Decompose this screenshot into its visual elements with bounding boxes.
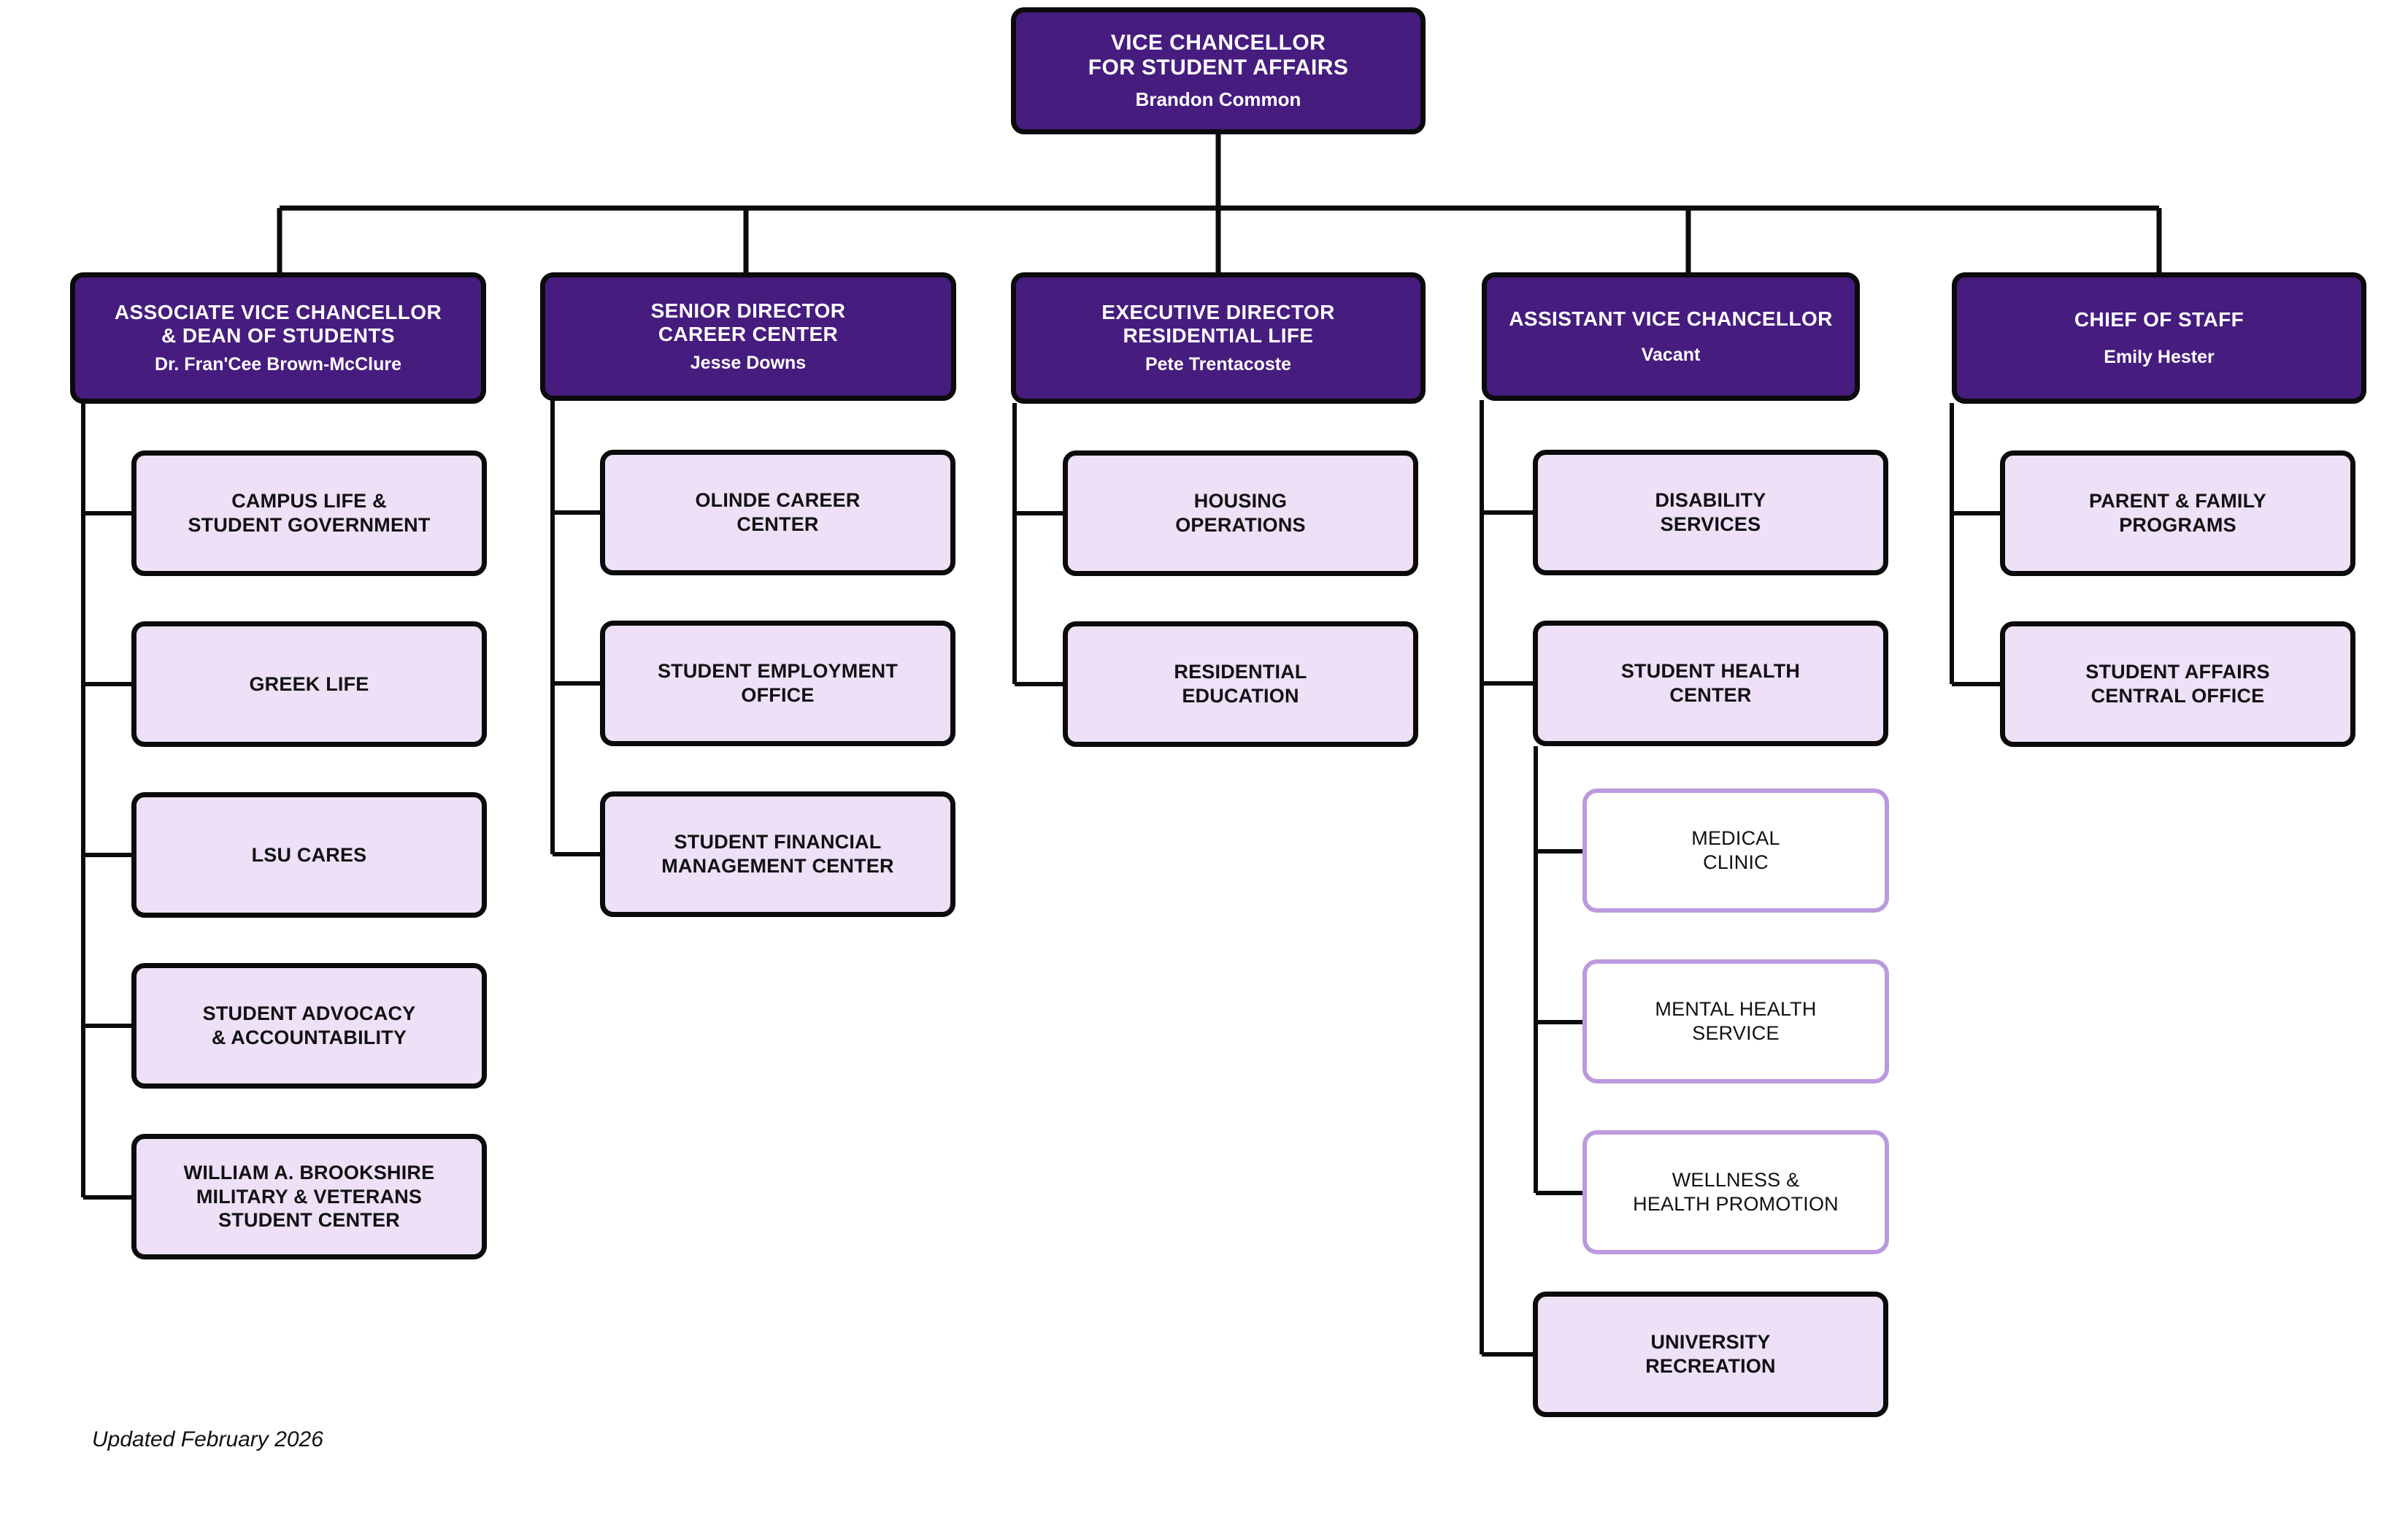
node-title-line1: OLINDE CAREER bbox=[695, 489, 861, 512]
node-assistant-vice-chancellor[interactable]: ASSISTANT VICE CHANCELLOR Vacant bbox=[1482, 272, 1860, 401]
node-title: STUDENT EMPLOYMENT OFFICE bbox=[658, 659, 898, 707]
node-title: STUDENT ADVOCACY & ACCOUNTABILITY bbox=[203, 1002, 416, 1050]
node-title-line1: CAMPUS LIFE & bbox=[231, 490, 387, 513]
node-title: MEDICAL CLINIC bbox=[1691, 826, 1780, 875]
node-title-line2: CAREER CENTER bbox=[658, 323, 839, 345]
node-title-line3: STUDENT CENTER bbox=[218, 1209, 400, 1232]
node-title-line1: EXECUTIVE DIRECTOR bbox=[1101, 300, 1335, 323]
node-title-line2: MANAGEMENT CENTER bbox=[661, 855, 894, 877]
node-title-line1: MENTAL HEALTH bbox=[1655, 997, 1817, 1020]
node-title-line2: MILITARY & VETERANS bbox=[196, 1185, 423, 1208]
node-title-line1: STUDENT FINANCIAL bbox=[674, 831, 882, 853]
node-title-line2: RECREATION bbox=[1645, 1355, 1776, 1377]
node-chief-of-staff[interactable]: CHIEF OF STAFF Emily Hester bbox=[1952, 272, 2366, 404]
node-title-line1: RESIDENTIAL bbox=[1174, 661, 1307, 683]
node-student-advocacy-accountability[interactable]: STUDENT ADVOCACY & ACCOUNTABILITY bbox=[131, 963, 487, 1089]
node-olinde-career-center[interactable]: OLINDE CAREER CENTER bbox=[600, 450, 955, 575]
updated-date-label: Updated February 2026 bbox=[92, 1427, 323, 1451]
node-title: OLINDE CAREER CENTER bbox=[695, 488, 860, 537]
node-disability-services[interactable]: DISABILITY SERVICES bbox=[1533, 450, 1888, 575]
node-title-line2: SERVICES bbox=[1660, 513, 1761, 535]
node-title-line2: RESIDENTIAL LIFE bbox=[1123, 324, 1314, 347]
node-title-line1: SENIOR DIRECTOR bbox=[650, 299, 846, 322]
node-campus-life-student-government[interactable]: CAMPUS LIFE & STUDENT GOVERNMENT bbox=[131, 450, 487, 576]
node-residential-education[interactable]: RESIDENTIAL EDUCATION bbox=[1063, 621, 1418, 747]
node-associate-vice-chancellor-dean-of-students[interactable]: ASSOCIATE VICE CHANCELLOR & DEAN OF STUD… bbox=[70, 272, 486, 404]
node-title-line2: EDUCATION bbox=[1182, 685, 1299, 707]
node-title-line2: SERVICE bbox=[1692, 1022, 1780, 1044]
node-title: WILLIAM A. BROOKSHIRE MILITARY & VETERAN… bbox=[184, 1161, 435, 1233]
node-title-line1: STUDENT EMPLOYMENT bbox=[657, 660, 899, 683]
node-title-line1: ASSOCIATE VICE CHANCELLOR bbox=[114, 300, 442, 323]
node-title: MENTAL HEALTH SERVICE bbox=[1655, 997, 1816, 1046]
node-housing-operations[interactable]: HOUSING OPERATIONS bbox=[1063, 450, 1418, 576]
node-title: ASSISTANT VICE CHANCELLOR bbox=[1509, 307, 1833, 330]
node-title-line1: STUDENT HEALTH bbox=[1620, 660, 1801, 683]
node-title: STUDENT FINANCIAL MANAGEMENT CENTER bbox=[661, 830, 893, 878]
node-title: STUDENT AFFAIRS CENTRAL OFFICE bbox=[2085, 660, 2270, 708]
node-title-line2: & DEAN OF STUDENTS bbox=[161, 324, 395, 347]
node-title-line2: OPERATIONS bbox=[1175, 514, 1306, 536]
node-title-line1: MEDICAL bbox=[1691, 826, 1780, 849]
node-title: CHIEF OF STAFF bbox=[2074, 307, 2244, 331]
node-title-line2: CENTER bbox=[1669, 684, 1752, 706]
node-title: SENIOR DIRECTOR CAREER CENTER bbox=[651, 299, 846, 347]
node-title: GREEK LIFE bbox=[249, 672, 369, 695]
node-student-health-center[interactable]: STUDENT HEALTH CENTER bbox=[1533, 621, 1888, 746]
node-medical-clinic[interactable]: MEDICAL CLINIC bbox=[1582, 789, 1889, 913]
node-title-line2: PROGRAMS bbox=[2119, 514, 2236, 536]
node-title: WELLNESS & HEALTH PROMOTION bbox=[1633, 1168, 1839, 1217]
node-title-line1: VICE CHANCELLOR bbox=[1110, 30, 1326, 55]
node-title-line1: UNIVERSITY bbox=[1650, 1331, 1771, 1354]
node-title: DISABILITY SERVICES bbox=[1655, 488, 1766, 537]
node-parent-family-programs[interactable]: PARENT & FAMILY PROGRAMS bbox=[2000, 450, 2355, 576]
node-wellness-health-promotion[interactable]: WELLNESS & HEALTH PROMOTION bbox=[1582, 1130, 1889, 1254]
node-person: Emily Hester bbox=[2104, 347, 2215, 368]
node-title: EXECUTIVE DIRECTOR RESIDENTIAL LIFE bbox=[1101, 301, 1334, 348]
node-title-line1: WELLNESS & bbox=[1672, 1168, 1800, 1191]
node-title: STUDENT HEALTH CENTER bbox=[1621, 659, 1800, 707]
node-person: Vacant bbox=[1641, 345, 1701, 366]
node-title-line1: STUDENT AFFAIRS bbox=[2085, 661, 2270, 683]
node-title-line2: & ACCOUNTABILITY bbox=[211, 1027, 407, 1048]
node-student-affairs-central-office[interactable]: STUDENT AFFAIRS CENTRAL OFFICE bbox=[2000, 621, 2355, 747]
node-title-line2: FOR STUDENT AFFAIRS bbox=[1088, 55, 1349, 80]
node-title: RESIDENTIAL EDUCATION bbox=[1174, 660, 1307, 708]
node-senior-director-career-center[interactable]: SENIOR DIRECTOR CAREER CENTER Jesse Down… bbox=[540, 272, 956, 401]
node-brookshire-military-veterans-student-center[interactable]: WILLIAM A. BROOKSHIRE MILITARY & VETERAN… bbox=[131, 1134, 487, 1259]
node-person: Dr. Fran'Cee Brown-McClure bbox=[155, 354, 401, 375]
node-title-line2: STUDENT GOVERNMENT bbox=[188, 514, 431, 536]
node-title-line1: HOUSING bbox=[1193, 490, 1288, 513]
node-title-line2: CENTRAL OFFICE bbox=[2090, 685, 2265, 707]
node-person: Jesse Downs bbox=[690, 353, 807, 374]
node-title-line1: WILLIAM A. BROOKSHIRE bbox=[183, 1161, 435, 1184]
node-title: PARENT & FAMILY PROGRAMS bbox=[2089, 489, 2266, 537]
node-title-line2: CENTER bbox=[736, 513, 819, 535]
node-title-line1: PARENT & FAMILY bbox=[2088, 490, 2267, 513]
node-greek-life[interactable]: GREEK LIFE bbox=[131, 621, 487, 747]
node-student-employment-office[interactable]: STUDENT EMPLOYMENT OFFICE bbox=[600, 621, 955, 746]
node-title-line1: STUDENT ADVOCACY bbox=[202, 1002, 416, 1025]
node-university-recreation[interactable]: UNIVERSITY RECREATION bbox=[1533, 1292, 1888, 1417]
node-person: Pete Trentacoste bbox=[1145, 354, 1292, 375]
node-title-line2: OFFICE bbox=[741, 684, 815, 706]
node-title: ASSOCIATE VICE CHANCELLOR & DEAN OF STUD… bbox=[115, 301, 442, 348]
node-title: UNIVERSITY RECREATION bbox=[1645, 1330, 1776, 1378]
node-executive-director-residential-life[interactable]: EXECUTIVE DIRECTOR RESIDENTIAL LIFE Pete… bbox=[1011, 272, 1426, 404]
node-vice-chancellor-student-affairs[interactable]: VICE CHANCELLOR FOR STUDENT AFFAIRS Bran… bbox=[1011, 7, 1426, 134]
node-title: VICE CHANCELLOR FOR STUDENT AFFAIRS bbox=[1088, 31, 1348, 82]
node-title: LSU CARES bbox=[251, 843, 367, 866]
node-title-line1: DISABILITY bbox=[1655, 489, 1766, 512]
node-person: Brandon Common bbox=[1135, 88, 1301, 111]
node-student-financial-management-center[interactable]: STUDENT FINANCIAL MANAGEMENT CENTER bbox=[600, 791, 955, 917]
node-title: HOUSING OPERATIONS bbox=[1175, 489, 1306, 537]
node-title: CAMPUS LIFE & STUDENT GOVERNMENT bbox=[188, 489, 430, 537]
node-mental-health-service[interactable]: MENTAL HEALTH SERVICE bbox=[1582, 959, 1889, 1083]
node-title-line2: HEALTH PROMOTION bbox=[1633, 1193, 1839, 1215]
node-title-line2: CLINIC bbox=[1703, 851, 1769, 873]
node-lsu-cares[interactable]: LSU CARES bbox=[131, 792, 487, 918]
